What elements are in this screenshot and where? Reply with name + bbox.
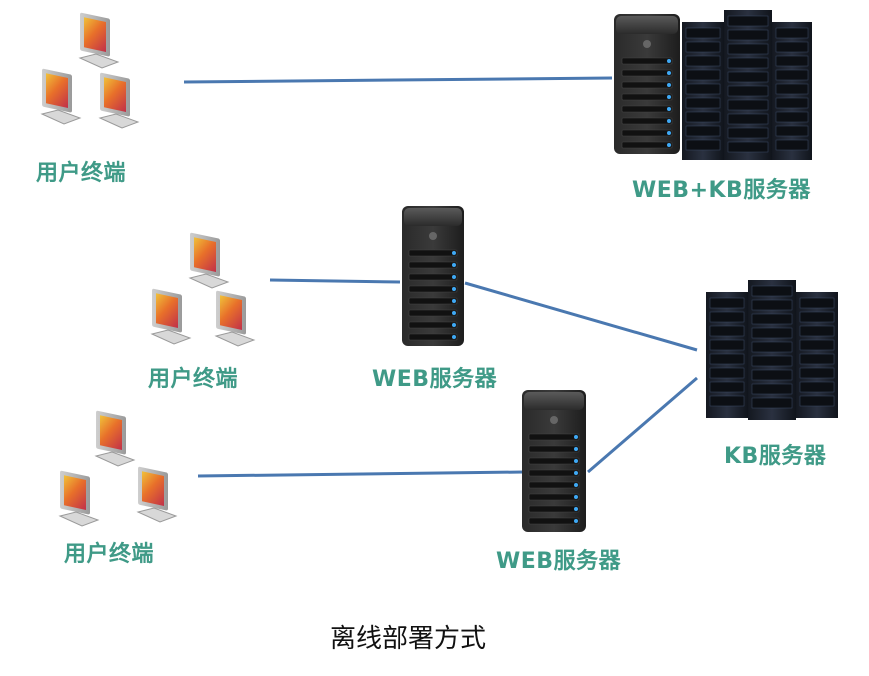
label-user-terminal: 用户终端 xyxy=(148,367,239,392)
computer-terminal-icon xyxy=(58,470,100,527)
server-tower-icon xyxy=(522,390,586,532)
computer-terminal-icon xyxy=(78,12,120,69)
label-kb-server: KB服务器 xyxy=(724,444,827,469)
label-user-terminal: 用户终端 xyxy=(64,542,155,567)
kb-server xyxy=(706,280,838,420)
server-rack-icon xyxy=(748,280,796,420)
computer-terminal-icon xyxy=(136,466,178,523)
server-tower-icon xyxy=(614,14,680,154)
label-web-kb-server: WEB+KB服务器 xyxy=(632,178,811,203)
computer-terminal-icon xyxy=(40,68,82,125)
connector-line xyxy=(197,470,525,478)
server-rack-icon xyxy=(772,22,812,160)
server-tower-icon xyxy=(402,206,464,346)
computer-terminal-icon xyxy=(150,288,192,345)
computer-terminal-icon xyxy=(98,72,140,129)
connector-line xyxy=(464,281,698,352)
user-terminal-group-3 xyxy=(58,410,178,527)
connector-lines xyxy=(183,76,698,478)
computer-terminal-icon xyxy=(214,290,256,347)
server-rack-icon xyxy=(796,292,838,418)
server-rack-icon xyxy=(724,10,772,160)
label-user-terminal: 用户终端 xyxy=(36,161,127,186)
connector-line xyxy=(269,278,401,284)
label-web-server: WEB服务器 xyxy=(372,367,498,392)
user-terminal-group-2 xyxy=(150,232,256,347)
user-terminal-group-1 xyxy=(40,12,140,129)
connector-line xyxy=(587,376,698,474)
web-kb-server xyxy=(614,10,812,160)
diagram-caption: 离线部署方式 xyxy=(330,624,487,654)
server-rack-icon xyxy=(706,292,748,418)
server-rack-icon xyxy=(682,22,724,160)
computer-terminal-icon xyxy=(94,410,136,467)
computer-terminal-icon xyxy=(188,232,230,289)
label-web-server: WEB服务器 xyxy=(496,549,622,574)
connector-line xyxy=(183,76,613,84)
